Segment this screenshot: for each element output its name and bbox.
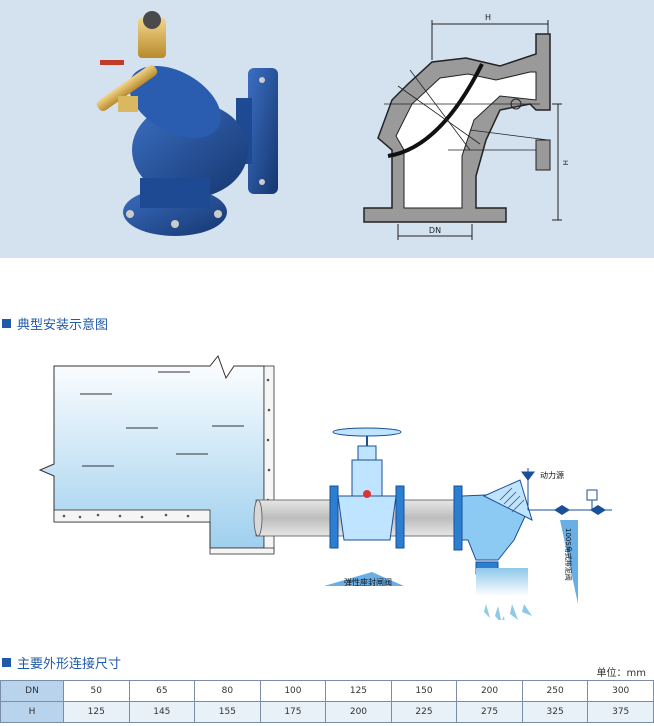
gate-valve-label: 弹性座封闸阀 xyxy=(344,577,392,587)
bottom-neck xyxy=(140,178,210,208)
section-title: 主要外形连接尺寸 xyxy=(17,657,122,672)
table-cell: 125 xyxy=(63,701,130,723)
bolt xyxy=(214,210,222,218)
gate-valve xyxy=(329,427,405,549)
row-header: H xyxy=(0,701,64,723)
power-source-label: 动力源 xyxy=(540,470,564,480)
valve-bonnet xyxy=(129,65,221,139)
table-cell: 65 xyxy=(128,680,196,702)
unit-label: 单位：mm xyxy=(596,668,646,679)
bolt xyxy=(259,179,265,185)
gate-indicator xyxy=(363,490,371,498)
table-cell: 325 xyxy=(521,701,589,723)
section-title: 典型安装示意图 xyxy=(17,318,109,333)
installation-diagram: 弹性座封闸阀 动力源 100S角式排泥阀 xyxy=(38,354,612,620)
row-header: DN xyxy=(0,680,64,702)
dn-label: DN xyxy=(429,226,441,235)
control-valve-icon-2 xyxy=(590,505,606,515)
brass-fitting xyxy=(118,96,138,112)
table-cell: 150 xyxy=(390,680,458,702)
pressure-gauge-icon xyxy=(143,11,161,29)
pilot-valve xyxy=(138,18,166,58)
discharge-water xyxy=(476,568,528,596)
right-flange xyxy=(248,68,278,194)
dimensions-table: DN 50 65 80 100 125 150 200 250 300 H 12… xyxy=(0,680,654,723)
control-piping xyxy=(521,468,612,511)
table-cell: 275 xyxy=(456,701,523,723)
red-handle xyxy=(100,60,124,65)
gate-label-arrow xyxy=(324,572,404,586)
section-heading-dimensions: 主要外形连接尺寸 xyxy=(2,653,121,672)
table-cell: 50 xyxy=(63,680,130,702)
h-label: H xyxy=(485,13,491,22)
section-heading-installation: 典型安装示意图 xyxy=(2,314,108,333)
pipe-end xyxy=(253,499,263,537)
table-row: H 125 145 155 175 200 225 275 325 375 xyxy=(0,701,654,723)
angle-label-arrow xyxy=(560,520,578,604)
bolt xyxy=(171,220,179,228)
pilot-tube xyxy=(96,64,158,112)
side-h-label: H xyxy=(561,160,569,165)
table-cell: 225 xyxy=(390,701,458,723)
bolt xyxy=(259,77,265,83)
table-cell: 200 xyxy=(325,701,392,723)
tank-floor xyxy=(53,509,211,523)
angle-mud-valve xyxy=(453,479,533,596)
diaphragm xyxy=(387,63,484,158)
table-cell: 375 xyxy=(587,701,654,723)
bolt xyxy=(126,210,134,218)
table-row: DN 50 65 80 100 125 150 200 250 300 xyxy=(0,680,654,702)
table-cell: 155 xyxy=(194,701,261,723)
table-cell: 80 xyxy=(194,680,261,702)
cross-section-drawing: H DN H xyxy=(363,13,569,240)
tank-sump xyxy=(209,547,275,555)
table-cell: 200 xyxy=(456,680,523,702)
table-cell: 300 xyxy=(587,680,654,702)
water-spray xyxy=(484,604,532,620)
table-cell: 125 xyxy=(325,680,392,702)
control-valve-icon xyxy=(554,505,570,515)
bullet-square-icon xyxy=(2,319,11,328)
pilot-port-icon xyxy=(510,98,522,110)
table-cell: 145 xyxy=(128,701,196,723)
valve-product-photo xyxy=(96,11,278,236)
bullet-square-icon xyxy=(2,658,11,667)
table-cell: 250 xyxy=(521,680,589,702)
table-cell: 175 xyxy=(259,701,327,723)
table-cell: 100 xyxy=(259,680,327,702)
outlet-flange xyxy=(535,139,551,171)
angle-valve-label: 100S角式排泥阀 xyxy=(564,528,573,581)
